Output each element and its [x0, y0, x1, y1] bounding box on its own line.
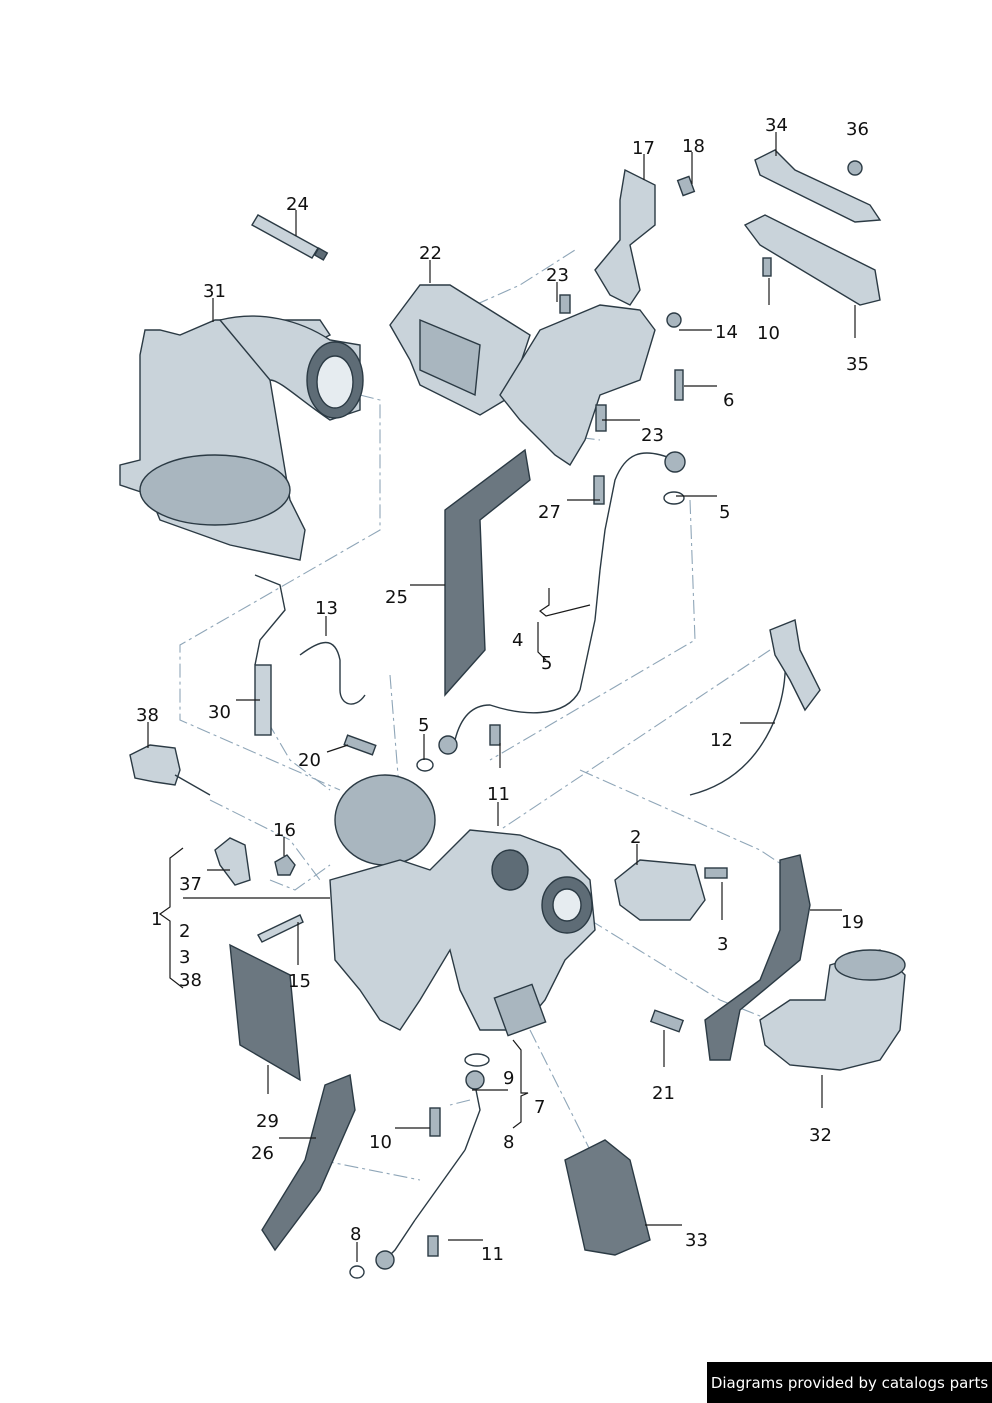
gasket-strip-26	[261, 1074, 356, 1252]
callout-3-bolt: 3	[717, 934, 728, 955]
callout-33: 33	[685, 1230, 708, 1251]
callout-37: 37	[179, 874, 202, 895]
callout-29: 29	[256, 1111, 279, 1132]
heat-shield-lower	[499, 304, 656, 466]
turbocharger	[329, 774, 596, 1037]
bolt-3	[704, 867, 728, 879]
washer-8	[349, 1265, 365, 1279]
gasket-strip-25	[444, 448, 531, 697]
callout-8-right: 8	[503, 1132, 514, 1153]
part-37	[214, 837, 251, 886]
callout-13: 13	[315, 598, 338, 619]
callout-7: 7	[534, 1097, 545, 1118]
callout-8-bottom: 8	[350, 1224, 361, 1245]
callout-34: 34	[765, 115, 788, 136]
callout-31: 31	[203, 281, 226, 302]
bracket-35	[743, 214, 881, 306]
callout-5-middle: 5	[541, 653, 552, 674]
bolt-23-lower	[595, 404, 607, 432]
bracket-34	[754, 149, 882, 223]
callout-9: 9	[503, 1068, 514, 1089]
heat-shield-upper	[389, 284, 531, 416]
wastegate-actuator	[614, 859, 706, 921]
callout-11-lower: 11	[481, 1244, 504, 1265]
callout-5-left: 5	[418, 715, 429, 736]
bolt-11-lower	[427, 1235, 439, 1257]
oil-pipe-upper	[438, 451, 686, 755]
callout-3-group: 3	[179, 947, 190, 968]
washer-9	[464, 1053, 490, 1067]
nut-36	[847, 160, 863, 176]
insulation-sleeve-33	[564, 1139, 651, 1256]
callout-26: 26	[251, 1143, 274, 1164]
callout-32: 32	[809, 1125, 832, 1146]
nut-16	[274, 854, 296, 876]
callout-30: 30	[208, 702, 231, 723]
bolt-10-lower	[429, 1107, 441, 1137]
stud-15	[257, 914, 304, 943]
bracket-19	[704, 854, 811, 1061]
callout-22: 22	[419, 243, 442, 264]
bolt-27	[593, 475, 605, 505]
callout-11-upper: 11	[487, 784, 510, 805]
callout-38-top: 38	[136, 705, 159, 726]
attribution-banner: Diagrams provided by catalogs parts	[707, 1362, 992, 1403]
callout-36: 36	[846, 119, 869, 140]
callout-14: 14	[715, 322, 738, 343]
callout-4: 4	[512, 630, 523, 651]
bolt-10-upper	[762, 257, 772, 277]
bolt-21	[649, 1009, 685, 1033]
oil-pipe-lower	[375, 1070, 485, 1270]
paste-tube	[251, 214, 329, 261]
nut-14	[666, 312, 682, 328]
bracket-17	[594, 168, 656, 306]
callout-10-lower: 10	[369, 1132, 392, 1153]
callout-2-group: 2	[179, 921, 190, 942]
lambda-sensor	[254, 574, 286, 736]
callout-10-upper: 10	[757, 323, 780, 344]
bolt-20	[343, 734, 377, 756]
callout-15: 15	[288, 971, 311, 992]
leader-lines	[147, 132, 856, 1262]
callout-12: 12	[710, 730, 733, 751]
callout-18: 18	[682, 136, 705, 157]
callout-25: 25	[385, 587, 408, 608]
callout-6: 6	[723, 390, 734, 411]
callout-labels: 34 36 17 18 24 22 23 31 14 10 35 6 23 5 …	[136, 115, 869, 1265]
bolt-11-upper	[489, 724, 501, 746]
callout-16: 16	[273, 820, 296, 841]
callout-23-upper: 23	[546, 265, 569, 286]
washer-5-left	[416, 758, 434, 772]
elbow-pipe-32	[759, 949, 906, 1071]
hose-12	[689, 619, 821, 796]
callout-21: 21	[652, 1083, 675, 1104]
washer-5-right	[663, 491, 685, 505]
flange-gasket-29	[229, 943, 301, 1082]
catalytic-converter	[119, 315, 364, 561]
callout-24: 24	[286, 194, 309, 215]
callout-38-group: 38	[179, 970, 202, 991]
callout-27: 27	[538, 502, 561, 523]
callout-23-lower: 23	[641, 425, 664, 446]
callout-1: 1	[151, 909, 162, 930]
stud-6	[674, 369, 684, 401]
sensor-connector-38	[129, 744, 211, 796]
callout-35: 35	[846, 354, 869, 375]
callout-2-actuator: 2	[630, 827, 641, 848]
fasteners	[343, 160, 863, 1279]
callout-5-right: 5	[719, 502, 730, 523]
bolt-23-upper	[559, 294, 571, 314]
callout-19: 19	[841, 912, 864, 933]
vacuum-hose-13	[299, 641, 366, 705]
callout-20: 20	[298, 750, 321, 771]
callout-17: 17	[632, 138, 655, 159]
